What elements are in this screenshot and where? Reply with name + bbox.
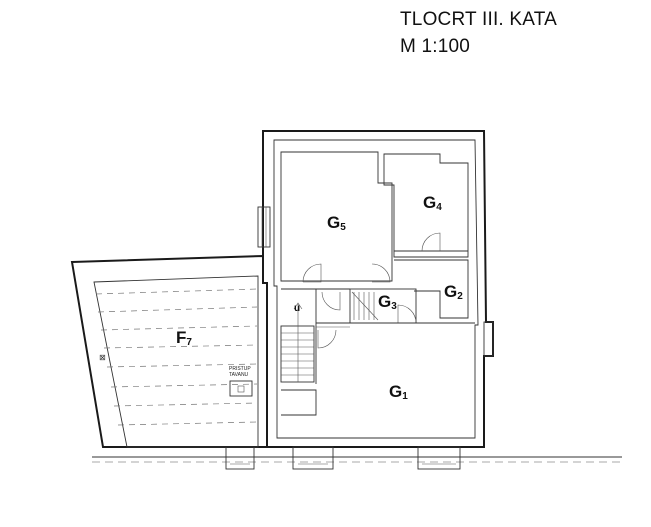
door-g2 bbox=[371, 263, 391, 283]
window-left bbox=[257, 206, 271, 248]
room-label-g4: G4 bbox=[423, 193, 442, 213]
f7-outer-wall bbox=[70, 254, 268, 448]
room-label-g1: G1 bbox=[389, 382, 408, 402]
room-label-g2: G2 bbox=[444, 282, 463, 302]
door-g5 bbox=[302, 263, 322, 283]
drawing-scale: M 1:100 bbox=[400, 36, 471, 57]
stair-marker-u: u bbox=[294, 303, 300, 314]
g3-stairs bbox=[351, 291, 379, 321]
door-g3 bbox=[397, 304, 417, 324]
main-stairs bbox=[280, 325, 315, 383]
room-label-g5: G5 bbox=[327, 213, 346, 233]
room-label-f7: F7 bbox=[176, 328, 192, 348]
attic-access-label-2: TAVANU bbox=[229, 372, 249, 378]
window-right bbox=[483, 321, 494, 357]
door-g1 bbox=[317, 329, 337, 349]
bottom-windows bbox=[225, 446, 461, 470]
room-g5-wall bbox=[280, 151, 393, 282]
room-label-g3: G3 bbox=[378, 292, 397, 312]
drawing-title: TLOCRT III. KATA bbox=[400, 9, 557, 30]
f7-inner-wall bbox=[93, 275, 259, 448]
attic-access-inner bbox=[237, 385, 245, 393]
wall-symbol-icon: ⊠ bbox=[99, 353, 106, 362]
room-g4-wall bbox=[383, 153, 469, 258]
door-g4 bbox=[421, 232, 441, 252]
main-inner-wall bbox=[273, 139, 479, 439]
attic-access-label-1: PRISTUP bbox=[229, 366, 251, 372]
attic-access-hatch bbox=[229, 380, 253, 397]
room-g2-wall bbox=[394, 259, 469, 319]
door-corridor bbox=[321, 291, 341, 311]
f7-roof-hatch bbox=[95, 288, 258, 426]
g1-alcove bbox=[281, 389, 317, 416]
